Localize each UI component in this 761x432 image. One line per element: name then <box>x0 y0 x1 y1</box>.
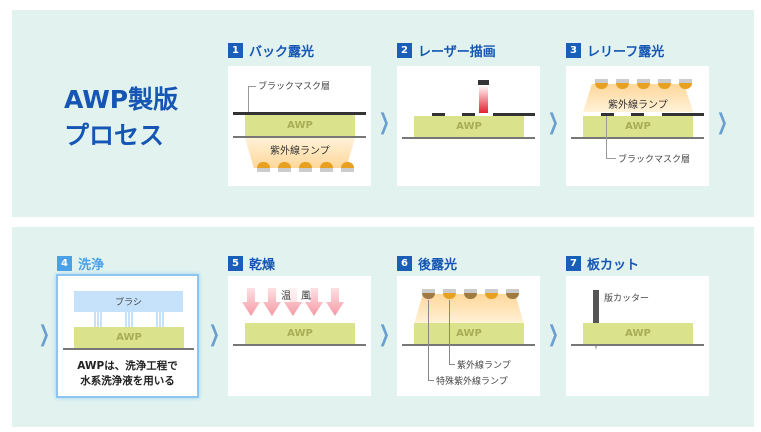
base-line <box>233 344 366 346</box>
chevron-right-icon: ❯ <box>378 110 390 135</box>
warm-air-arrows-icon <box>242 288 344 316</box>
step-3-card: 紫外線ランプ AWP ブラックマスク層 <box>566 66 709 186</box>
base-line <box>402 344 535 346</box>
awp-plate: AWP <box>583 116 693 137</box>
chevron-right-icon: ❯ <box>378 322 390 347</box>
special-uv-lamp-icon <box>422 288 435 299</box>
base-line <box>402 137 535 139</box>
black-mask-label: ブラックマスク層 <box>258 82 331 92</box>
uv-lamp-icon <box>637 78 650 89</box>
uv-glow <box>414 294 524 324</box>
uv-lamp-label: 紫外線ランプ <box>608 100 668 111</box>
laser-beam <box>479 85 488 113</box>
mask-fragment <box>432 113 445 116</box>
page-title: AWP製版プロセス <box>64 85 179 150</box>
uv-lamp-icon <box>299 162 312 173</box>
base-line <box>571 344 704 346</box>
uv-lamp-icon <box>658 78 671 89</box>
mask-fragment <box>462 113 475 116</box>
brush: ブラシ <box>74 291 183 312</box>
black-mask-layer <box>233 112 366 115</box>
cutter-label: 版カッター <box>604 294 650 304</box>
black-mask-label: ブラックマスク層 <box>618 155 691 165</box>
uv-lamp-label: 紫外線ランプ <box>270 146 330 157</box>
uv-lamp-icon <box>257 162 270 173</box>
uv-lamp-icon <box>341 162 354 173</box>
special-uv-lamp-icon <box>506 288 519 299</box>
uv-lamp-icon <box>595 78 608 89</box>
uv-lamp-icon <box>443 288 456 299</box>
laser-head-icon <box>478 80 489 85</box>
uv-lamp-icon <box>679 78 692 89</box>
chevron-right-icon: ❯ <box>208 322 220 347</box>
chevron-right-icon: ❯ <box>38 322 50 347</box>
awp-plate: AWP <box>245 323 355 344</box>
chevron-right-icon: ❯ <box>547 322 559 347</box>
base-line <box>233 136 366 138</box>
uv-lamp-icon <box>320 162 333 173</box>
uv-lamp-icon <box>616 78 629 89</box>
step-2-card: AWP <box>397 66 540 186</box>
step-7-card: 版カッター AWP <box>566 276 709 396</box>
awp-plate: AWP <box>414 116 524 137</box>
awp-plate: AWP <box>245 115 355 136</box>
brush-bristles <box>125 312 133 328</box>
warm-air-label: 温 風 <box>281 287 311 302</box>
cleaning-note: AWPは、洗浄工程で水系洗浄液を用いる <box>77 360 178 387</box>
brush-bristles <box>94 312 102 328</box>
uv-lamp-label: 紫外線ランプ <box>457 361 511 371</box>
base-line <box>571 137 704 139</box>
special-uv-lamp-label: 特殊紫外線ランプ <box>436 377 508 387</box>
base-line <box>63 348 194 350</box>
uv-lamp-icon <box>485 288 498 299</box>
uv-lamp-icon <box>278 162 291 173</box>
awp-plate: AWP <box>74 327 184 348</box>
mask-fragment <box>493 113 535 116</box>
step-1-card: ブラックマスク層 AWP 紫外線ランプ <box>228 66 371 186</box>
brush-bristles <box>156 312 164 328</box>
mask-fragment <box>631 113 644 116</box>
awp-plate: AWP <box>583 323 693 344</box>
step-6-card: AWP 紫外線ランプ 特殊紫外線ランプ <box>397 276 540 396</box>
awp-plate: AWP <box>414 323 524 344</box>
step-4-card: ブラシ AWP AWPは、洗浄工程で水系洗浄液を用いる <box>56 274 199 398</box>
chevron-right-icon: ❯ <box>716 110 728 135</box>
step-5-card: 温 風 AWP <box>228 276 371 396</box>
mask-fragment <box>662 113 704 116</box>
mask-fragment <box>601 113 614 116</box>
special-uv-lamp-icon <box>464 288 477 299</box>
chevron-right-icon: ❯ <box>547 110 559 135</box>
